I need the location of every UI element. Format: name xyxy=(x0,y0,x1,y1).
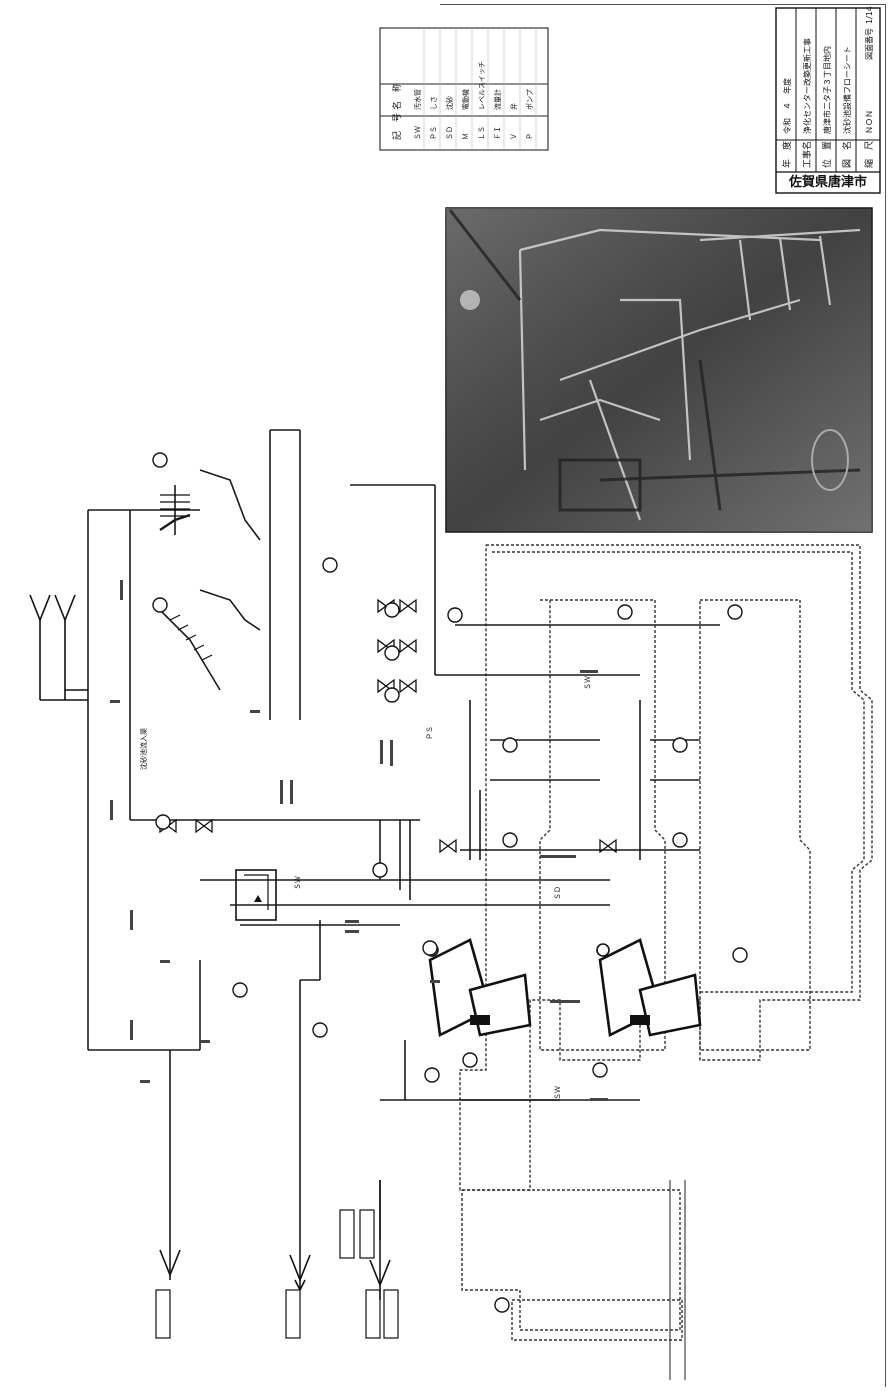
title-block-label: 年 度 xyxy=(781,141,793,168)
pipe-label: 沈砂池流入渠 xyxy=(139,728,148,770)
title-block-label: 縮 尺 xyxy=(863,141,875,168)
legend-header-symbol: 記 号 xyxy=(391,113,403,140)
pipe-label: ＳＷ xyxy=(554,1086,562,1100)
title-block-label: 工事名 xyxy=(801,141,813,168)
sheet-border-right xyxy=(885,4,886,1387)
title-block-value: ＮＯＮ xyxy=(865,110,874,134)
screen-equipment-2 xyxy=(596,938,702,1037)
annotation-marks xyxy=(110,580,608,1101)
legend-name: レベルスイッチ xyxy=(478,61,486,110)
pipe-label: ＳＤ xyxy=(554,886,562,900)
title-block-value: 令和 ４ 年度 xyxy=(782,78,792,134)
sheet-border xyxy=(440,4,886,5)
screen-equipment-1 xyxy=(425,938,532,1037)
legend-symbol: ＳＤ xyxy=(446,126,454,140)
legend-symbol: Ｐ xyxy=(526,133,534,140)
title-block-extra-label: 図面番号 xyxy=(864,28,874,60)
legend-name: ポンプ xyxy=(526,89,534,110)
legend-symbol: Ｍ xyxy=(462,133,470,140)
title-block-value: 沈砂池設備フローシート xyxy=(842,46,852,134)
legend-name: 弁 xyxy=(509,103,518,110)
legend-symbol: ＬＳ xyxy=(478,126,486,140)
legend-symbol: ＰＳ xyxy=(430,126,438,140)
instrument-circles xyxy=(152,452,748,1313)
pipe-label: ＳＷ xyxy=(294,876,302,890)
legend-table: 記 号 名 称 ＳＷ 汚水管 ＰＳ しさ ＳＤ 沈砂 Ｍ 電動機 ＬＳ レベルスイッチ ＦＩ 流量計 Ｖ 弁 Ｐ… xyxy=(379,27,549,151)
title-block-value: 唐津市二タ子３丁目地内 xyxy=(822,46,832,134)
title-block-extra-value: 1/14 xyxy=(865,6,874,24)
pipe-label: ＰＳ xyxy=(426,726,434,740)
title-block-label: 図 名 xyxy=(841,141,853,168)
title-block-label: 位 置 xyxy=(821,141,833,168)
pipe-label: ＳＷ xyxy=(584,676,592,690)
legend-symbol: ＳＷ xyxy=(414,126,422,140)
inlet-label-boxes xyxy=(155,1209,399,1339)
legend-name: 電動機 xyxy=(461,89,470,110)
valve-cluster xyxy=(159,598,617,854)
conveyor-equipment xyxy=(159,469,261,691)
pipe-labels: 沈砂池流入渠 ＳＷ ＰＳ ＳＤ ＳＷ ＳＷ xyxy=(139,676,592,1100)
legend-symbol: ＦＩ xyxy=(494,126,502,140)
legend-header-name: 名 称 xyxy=(391,83,403,110)
grit-separator xyxy=(235,869,277,921)
site-photo xyxy=(445,207,873,533)
legend-name: 汚水管 xyxy=(413,89,422,110)
legend-name: しさ xyxy=(430,96,438,110)
tank-structure xyxy=(459,544,873,1380)
inlet-arrows xyxy=(29,594,391,1292)
title-block-value: 浄化センター改築更新工事 xyxy=(802,38,812,134)
legend-symbol: Ｖ xyxy=(510,133,518,140)
title-block-org: 佐賀県唐津市 xyxy=(788,174,867,190)
legend-name: 流量計 xyxy=(493,89,502,110)
piping-network xyxy=(87,429,720,1300)
legend-name: 沈砂 xyxy=(445,96,454,110)
